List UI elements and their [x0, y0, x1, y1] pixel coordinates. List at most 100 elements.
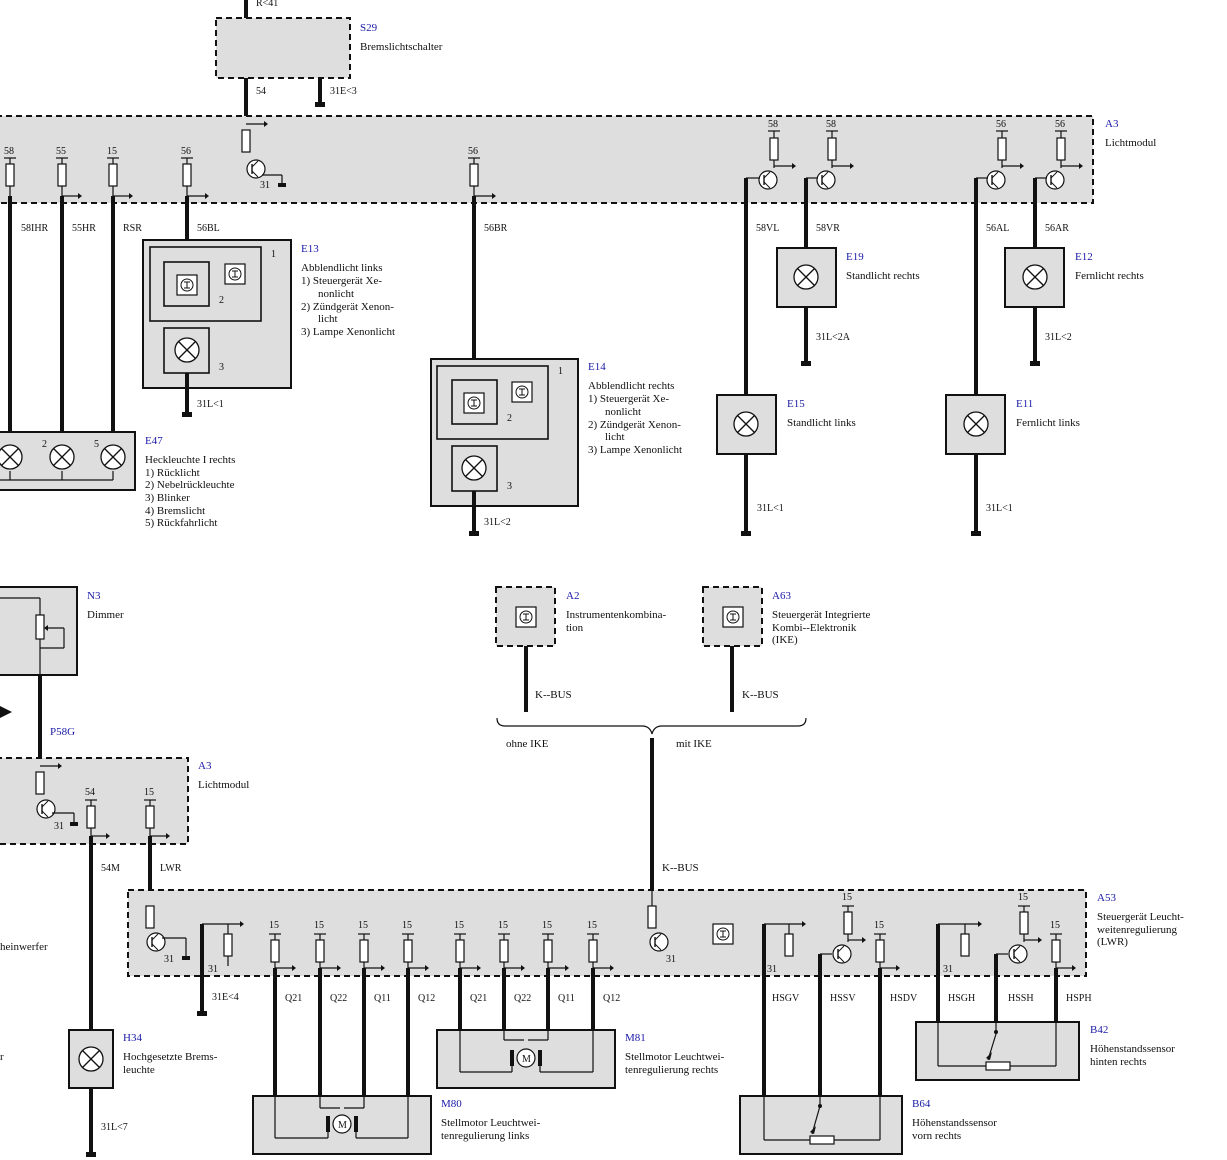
e13-line4: 2) Zündgerät Xenon- — [301, 301, 394, 313]
bus-mit-ike: mit IKE — [676, 738, 712, 750]
a53-line1: Steuergerät Leucht- — [1097, 911, 1184, 923]
wire-hsgv: HSGV — [772, 993, 800, 1004]
a3-bottom-gnd: 31 — [54, 821, 64, 832]
e47-line5: 4) Bremslicht — [145, 505, 205, 517]
a3-bottom-pin15: 15 — [144, 787, 154, 798]
svg-text:15: 15 — [314, 920, 324, 931]
svg-text:58: 58 — [768, 119, 778, 130]
svg-text:3: 3 — [219, 362, 224, 373]
e13-line3: nonlicht — [318, 288, 354, 300]
a63-line2: Kombi--Elektronik — [772, 622, 857, 634]
n3-wire: P58G — [50, 726, 75, 738]
a63-id: A63 — [772, 590, 791, 602]
h34-third-brake-light — [68, 1029, 114, 1157]
a3-top-output-55: 55 — [56, 146, 82, 199]
svg-text:15: 15 — [1050, 920, 1060, 931]
b64-line1: Höhenstandssensor — [912, 1117, 997, 1129]
wire-56bl: 56BL — [197, 223, 220, 234]
e11-high-beam-left — [945, 394, 1006, 536]
s29-pin-out: 54 — [256, 86, 266, 97]
e47-line6: 5) Rückfahrlicht — [145, 517, 217, 529]
a3-top-output-56bl: 56 — [181, 146, 209, 199]
left-cut-scheinwerfer: heinwerfer — [0, 941, 48, 953]
a2-bus: K--BUS — [535, 689, 572, 701]
wire-q22-a: Q22 — [330, 993, 347, 1004]
svg-text:15: 15 — [454, 920, 464, 931]
wire-q12-b: Q12 — [603, 993, 620, 1004]
wire-rsr: RSR — [123, 223, 142, 234]
a53-ext-ground: 31E<4 — [212, 992, 239, 1003]
wire-hssv: HSSV — [830, 993, 856, 1004]
a53-line2: weitenregulierung — [1097, 924, 1178, 936]
a63-line3: (IKE) — [772, 634, 798, 646]
e11-name: Fernlicht links — [1016, 417, 1080, 429]
wire-58vl: 58VL — [756, 223, 779, 234]
e13-line5: licht — [318, 313, 338, 325]
a63-line1: Steuergerät Integrierte — [772, 609, 871, 621]
e14-id: E14 — [588, 361, 606, 373]
wire-55hr: 55HR — [72, 223, 96, 234]
m80-line1: Stellmotor Leuchtwei- — [441, 1117, 541, 1129]
svg-text:15: 15 — [269, 920, 279, 931]
e14-ground: 31L<2 — [484, 517, 511, 528]
bus-main: K--BUS — [662, 862, 699, 874]
a3-top-module — [0, 115, 1094, 204]
a63-ike-module — [702, 586, 763, 712]
wire-56ar: 56AR — [1045, 223, 1069, 234]
h34-id: H34 — [123, 1032, 142, 1044]
wire-lwr: LWR — [160, 863, 182, 874]
h34-line2: leuchte — [123, 1064, 155, 1076]
wire-q21-b: Q21 — [470, 993, 487, 1004]
h34-line1: Hochgesetzte Brems- — [123, 1051, 218, 1063]
e11-id: E11 — [1016, 398, 1033, 410]
wire-56br: 56BR — [484, 223, 508, 234]
a63-bus: K--BUS — [742, 689, 779, 701]
e13-id: E13 — [301, 243, 319, 255]
svg-text:15: 15 — [107, 146, 117, 157]
svg-text:15: 15 — [402, 920, 412, 931]
wire-q22-b: Q22 — [514, 993, 531, 1004]
svg-text:3: 3 — [507, 481, 512, 492]
e11-ground: 31L<1 — [986, 503, 1013, 514]
a3-top-id: A3 — [1105, 118, 1119, 130]
a53-gnd3: 31 — [666, 954, 676, 965]
s29-switch-box — [215, 17, 351, 79]
e12-high-beam-right — [1004, 247, 1065, 366]
a53-input-transistor-icon — [146, 932, 166, 952]
a53-gnd4: 31 — [767, 964, 777, 975]
a3-top-output-58vl: 58 — [746, 119, 796, 190]
s29-name: Bremslichtschalter — [360, 41, 443, 53]
svg-text:2: 2 — [42, 439, 47, 450]
e19-parking-light-right — [776, 247, 837, 366]
m80-id: M80 — [441, 1098, 462, 1110]
svg-text:56: 56 — [996, 119, 1006, 130]
svg-text:15: 15 — [874, 920, 884, 931]
e47-tail-light-right: 2 5 — [0, 431, 136, 491]
e14-line3: nonlicht — [605, 406, 641, 418]
n3-dimmer — [0, 586, 78, 676]
svg-text:15: 15 — [542, 920, 552, 931]
s29-id: S29 — [360, 22, 378, 34]
m80-motor-icon: M — [338, 1120, 347, 1131]
e15-id: E15 — [787, 398, 805, 410]
e12-id: E12 — [1075, 251, 1093, 263]
e14-line4: 2) Zündgerät Xenon- — [588, 419, 681, 431]
e19-id: E19 — [846, 251, 864, 263]
a3-bottom-id: A3 — [198, 760, 212, 772]
a53-id: A53 — [1097, 892, 1116, 904]
m81-motor-icon: M — [522, 1054, 531, 1065]
a3-top-output-56br: 56 — [468, 146, 496, 199]
a2-id: A2 — [566, 590, 579, 602]
wire-54m: 54M — [101, 863, 120, 874]
e47-line4: 3) Blinker — [145, 492, 190, 504]
a3-bottom-module — [0, 757, 189, 845]
e15-parking-light-left — [716, 394, 777, 536]
svg-text:2: 2 — [219, 295, 224, 306]
a3-bottom-transistor-icon — [36, 799, 56, 819]
a3-top-gnd-label: 31 — [260, 180, 270, 191]
svg-text:56: 56 — [468, 146, 478, 157]
svg-text:2: 2 — [507, 413, 512, 424]
m81-id: M81 — [625, 1032, 646, 1044]
wire-q21-a: Q21 — [285, 993, 302, 1004]
